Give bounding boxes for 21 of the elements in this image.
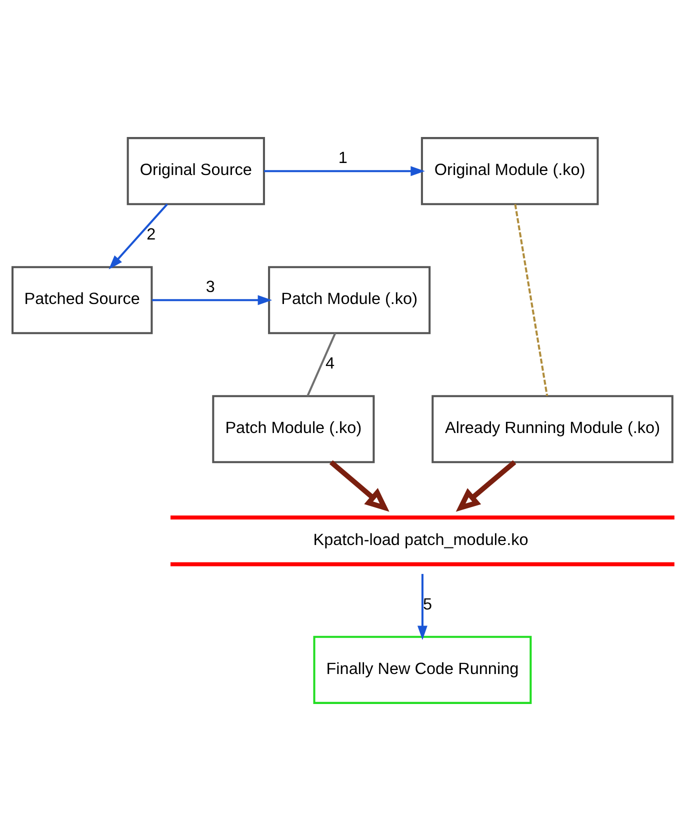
edge-label: 5 — [423, 594, 432, 613]
node-box: Already Running Module (.ko) — [432, 394, 674, 463]
edge-label: 4 — [325, 354, 335, 372]
node-box: Finally New Code Running — [313, 635, 532, 704]
edge-label: 2 — [146, 224, 156, 243]
arrow — [108, 202, 168, 269]
arrow — [456, 460, 516, 512]
arrow — [417, 573, 428, 640]
node-box: Original Module (.ko) — [420, 136, 599, 205]
edge-label: 3 — [206, 277, 215, 296]
arrow — [152, 294, 272, 305]
node-text: Kpatch-load patch_module.ko — [313, 530, 528, 548]
connector — [306, 332, 336, 396]
edge-label: 1 — [338, 148, 348, 166]
node-box: Patch Module (.ko) — [212, 394, 375, 463]
arrow — [264, 166, 425, 176]
connector — [514, 204, 548, 396]
node-box: Patch Module (.ko) — [268, 266, 431, 334]
node-box: Original Source — [126, 136, 265, 205]
arrow — [329, 460, 390, 512]
node-box: Patched Source — [12, 266, 153, 334]
